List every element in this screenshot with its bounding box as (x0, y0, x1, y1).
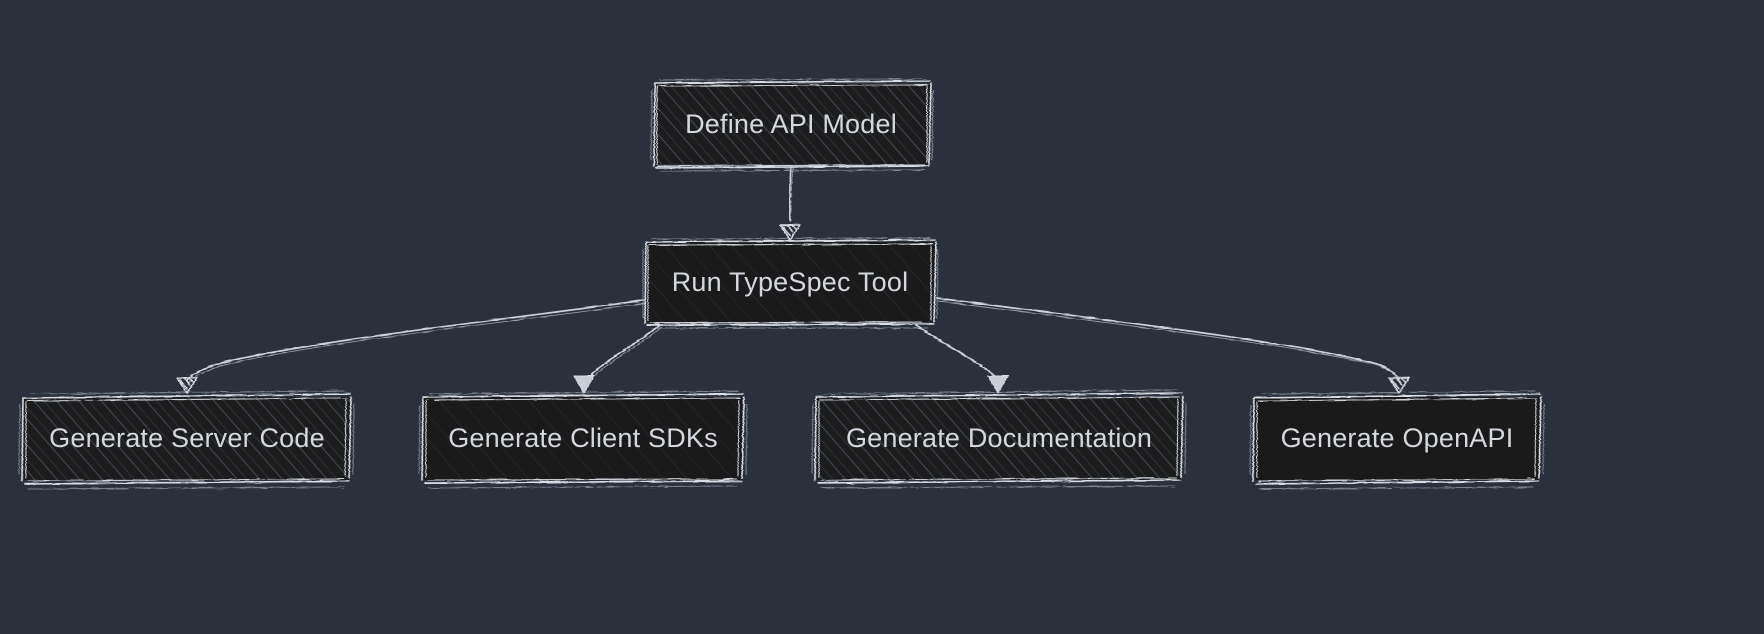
arrowhead-icon (987, 375, 1009, 394)
node-body (646, 242, 935, 322)
arrowhead-icon (176, 377, 198, 394)
node-border-sketch (642, 237, 939, 329)
node-border-sketch (811, 389, 1187, 489)
node-label: Run TypeSpec Tool (672, 267, 909, 297)
node-body (424, 397, 742, 480)
node-label: Generate OpenAPI (1281, 423, 1514, 453)
node-border-sketch (1249, 390, 1545, 490)
edge-run-to-server (176, 299, 647, 394)
node-generate-documentation[interactable]: Generate Documentation (811, 389, 1187, 489)
node-run-typespec-tool[interactable]: Run TypeSpec Tool (642, 237, 939, 329)
arrowhead-icon (573, 375, 595, 394)
node-body (817, 397, 1181, 480)
edge-layer (176, 166, 1410, 394)
arrowhead-icon (1388, 377, 1410, 394)
edge-run-to-openapi (936, 297, 1410, 394)
node-border-sketch (650, 78, 934, 172)
node-label: Generate Client SDKs (448, 423, 718, 453)
node-border-sketch (418, 390, 748, 489)
node-label: Generate Documentation (846, 423, 1152, 453)
node-border (653, 80, 932, 169)
node-generate-server-code[interactable]: Generate Server Code (18, 390, 355, 490)
node-border (1252, 393, 1542, 485)
node-define-api-model[interactable]: Define API Model (650, 78, 934, 172)
node-border (814, 392, 1184, 484)
node-generate-client-sdks[interactable]: Generate Client SDKs (418, 390, 748, 489)
node-body (655, 84, 930, 164)
node-border (421, 393, 745, 484)
node-border (644, 239, 937, 326)
node-body (24, 397, 350, 480)
edge-define-to-run (779, 166, 801, 241)
node-generate-openapi[interactable]: Generate OpenAPI (1249, 390, 1545, 490)
node-body (1255, 397, 1539, 480)
edge-run-to-sdks (573, 324, 663, 394)
node-border-sketch (18, 390, 355, 490)
arrowhead-icon (779, 224, 801, 241)
node-label: Generate Server Code (49, 423, 325, 453)
edge-run-to-docs (915, 324, 1009, 394)
node-border (21, 393, 352, 485)
node-label: Define API Model (685, 109, 897, 139)
